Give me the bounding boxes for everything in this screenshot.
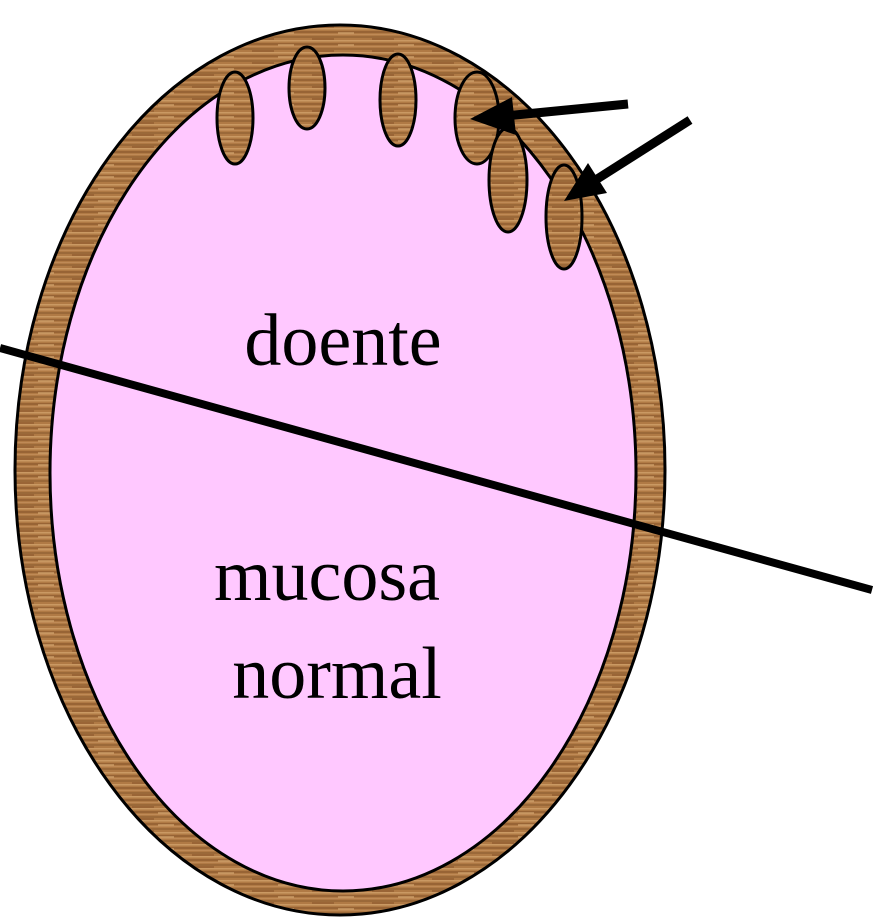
mucosa-interior	[50, 55, 636, 891]
gland	[217, 72, 253, 164]
gland	[380, 54, 416, 146]
label-doente: doente	[244, 300, 441, 382]
gland	[546, 165, 582, 269]
label-mucosa: mucosa	[214, 535, 440, 617]
gland	[289, 47, 325, 129]
gland	[489, 128, 527, 232]
label-normal: normal	[232, 633, 442, 715]
arrow-2	[564, 120, 690, 201]
